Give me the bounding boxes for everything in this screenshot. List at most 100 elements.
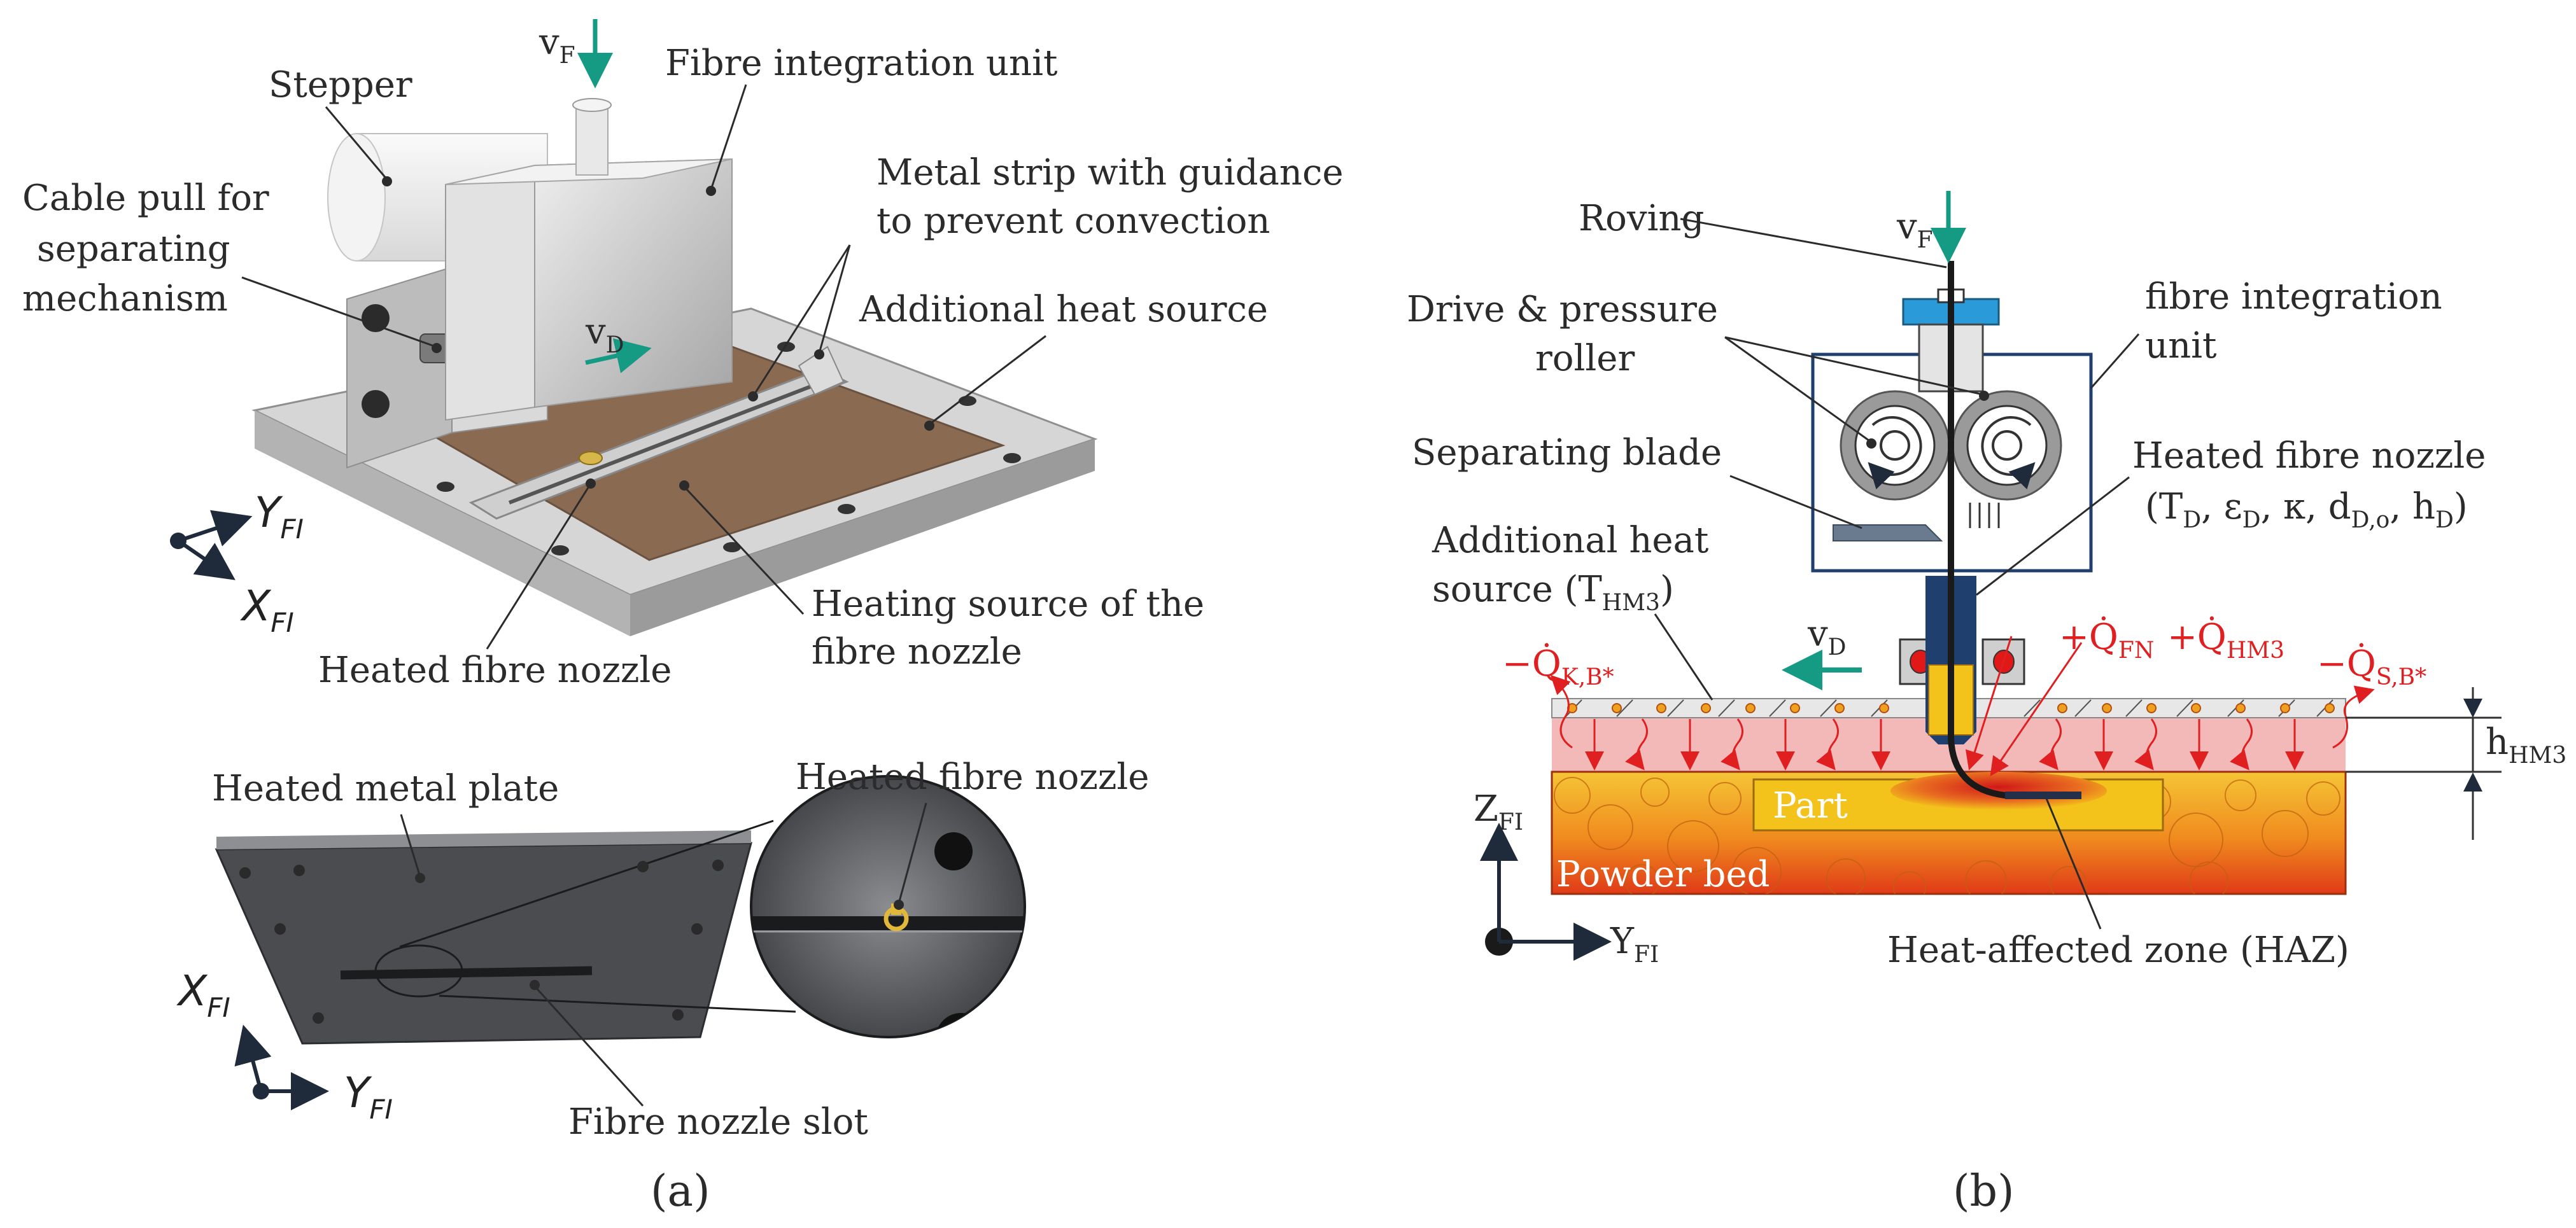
leader-cable-pull [241,276,437,348]
side-housing [346,266,453,469]
leader-ahs-b [1654,613,1714,701]
vd-b-label: v [1807,613,1828,655]
leader-fiu-b [2090,333,2140,389]
metal-strip-slot [508,383,816,505]
panel-a-bottom-plate [215,820,796,1045]
v-d-arrow-b: vD [1782,613,1862,690]
dot-drive-roller-a [1866,438,1876,449]
axis-top-x-sub: FI [271,607,294,638]
label-part: Part [1773,785,1848,827]
leader-heating-source [683,485,805,615]
axis-bottom-y: Y [344,1068,372,1117]
leader-fibre-nozzle-slot [533,985,644,1107]
feed-tube [575,104,609,176]
slot-highlight-ellipse [374,944,463,998]
label-ahs-b-2: source (THM3) [1432,569,1674,616]
svg-text:−Q̇S,B*: −Q̇S,B* [2317,643,2426,690]
panel-a-top-illustration [251,98,1098,636]
vd-a-sub: D [606,332,624,358]
axis-bottom-y-sub: FI [369,1094,393,1125]
z-axis-label: Z [1474,788,1498,830]
label-fiu-b-1: fibre integration [2145,276,2442,317]
np-5: D,o [2351,507,2390,533]
q-fn-label: +Q̇ [2059,616,2118,658]
plate-edge [216,830,751,849]
label-heated-metal-plate: Heated metal plate [212,768,559,809]
axes-top-a: Y FI XFI [170,488,304,638]
label-heated-fibre-nozzle-a: Heated fibre nozzle [318,650,672,691]
np-0: (T [2145,486,2183,527]
label-metal-strip-2: to prevent convection [876,200,1270,242]
dot-ahs-a [924,421,934,431]
label-ahs-b-1: Additional heat [1432,520,1709,561]
vf-a-sub: F [560,43,575,69]
dot-fibre-nozzle-slot [530,980,540,990]
feed-tube-cap [572,98,612,112]
q-kb-sub: K,B* [1561,664,1614,690]
vf-a-label: v [538,22,560,63]
powder-bed [1551,771,2347,895]
label-fiu-b-2: unit [2145,325,2217,366]
leader-ahs-a [929,335,1046,426]
np-7: D [2435,507,2454,533]
label-metal-strip-1: Metal strip with guidance [876,152,1344,193]
vf-b-sub: F [1917,227,1933,253]
q-hm3-label: +Q̇ [2167,616,2227,658]
np-1: D [2183,507,2201,533]
h-hm3-label: h [2486,722,2509,763]
caption-b: (b) [1953,1166,2015,1217]
heat-affected-zone [1890,772,2107,810]
svg-text:vD: vD [1807,613,1847,660]
svg-text:XFI: XFI [240,582,294,638]
q-sb-sub: S,B* [2376,664,2426,690]
leader-heated-metal-plate [400,814,421,877]
label-heating-source-2: fibre nozzle [812,631,1022,673]
np-6: , h [2389,486,2435,527]
v-f-arrow-b: vF [1896,191,1966,263]
label-drive-roller-2: roller [1535,338,1635,379]
leader-fiu [710,84,747,190]
nozzle-zoom-inset [750,775,1026,1038]
vd-b-sub: D [1828,634,1847,660]
v-d-arrow-a: vD [585,311,652,373]
ahs-b-sub: HM3 [1602,590,1660,616]
axes-bottom-a: XFI YFI [176,966,393,1125]
leader-hfn-b [1976,476,2130,596]
q-fn-sub: FN [2118,638,2154,664]
vd-a-label: v [585,311,606,352]
housing-bolt-1 [362,304,390,332]
leader-stepper [325,106,388,180]
dot-fiu [706,186,716,196]
svg-text:+Q̇HM3: +Q̇HM3 [2167,616,2284,664]
heated-nozzle-tip [579,451,603,465]
drive-roller-left [1840,390,1950,501]
label-fibre-nozzle-slot: Fibre nozzle slot [568,1101,868,1143]
caption-a: (a) [651,1166,710,1217]
blade-hatch [1969,503,2000,528]
axes-b: ZFI YFI [1474,788,1659,968]
fibre-integration-block-front [445,164,535,421]
label-drive-roller-1: Drive & pressure [1407,289,1718,330]
label-cable-pull-3: mechanism [22,278,228,319]
dot-heating-source [679,480,689,491]
heated-metal-plate [215,842,752,1045]
label-heated-fibre-nozzle-inset: Heated fibre nozzle [796,757,1149,798]
np-4: , κ, d [2261,486,2351,527]
panel-b-schematic [1551,261,2347,895]
z-axis-sub: FI [1498,809,1523,835]
q-hm3-sub: HM3 [2227,638,2284,664]
heat-flux-arrows [1550,636,2375,776]
hatch-lines [1565,699,2333,717]
svg-text:+Q̇FN: +Q̇FN [2059,616,2154,664]
axis-bottom-x-sub: FI [207,992,230,1023]
y-axis-sub: FI [1634,942,1659,968]
vf-b-label: v [1896,206,1917,248]
svg-text:YFI: YFI [344,1068,393,1125]
axis-bottom-x: X [176,966,208,1015]
label-powder-bed: Powder bed [1556,854,1770,895]
nozzle-params: (TD, εD, κ, dD,o, hD) [2145,486,2468,533]
axis-top-y: Y [255,488,283,537]
dot-drive-roller-b [1979,391,1989,401]
ahs-b-text: source (T [1432,569,1602,610]
